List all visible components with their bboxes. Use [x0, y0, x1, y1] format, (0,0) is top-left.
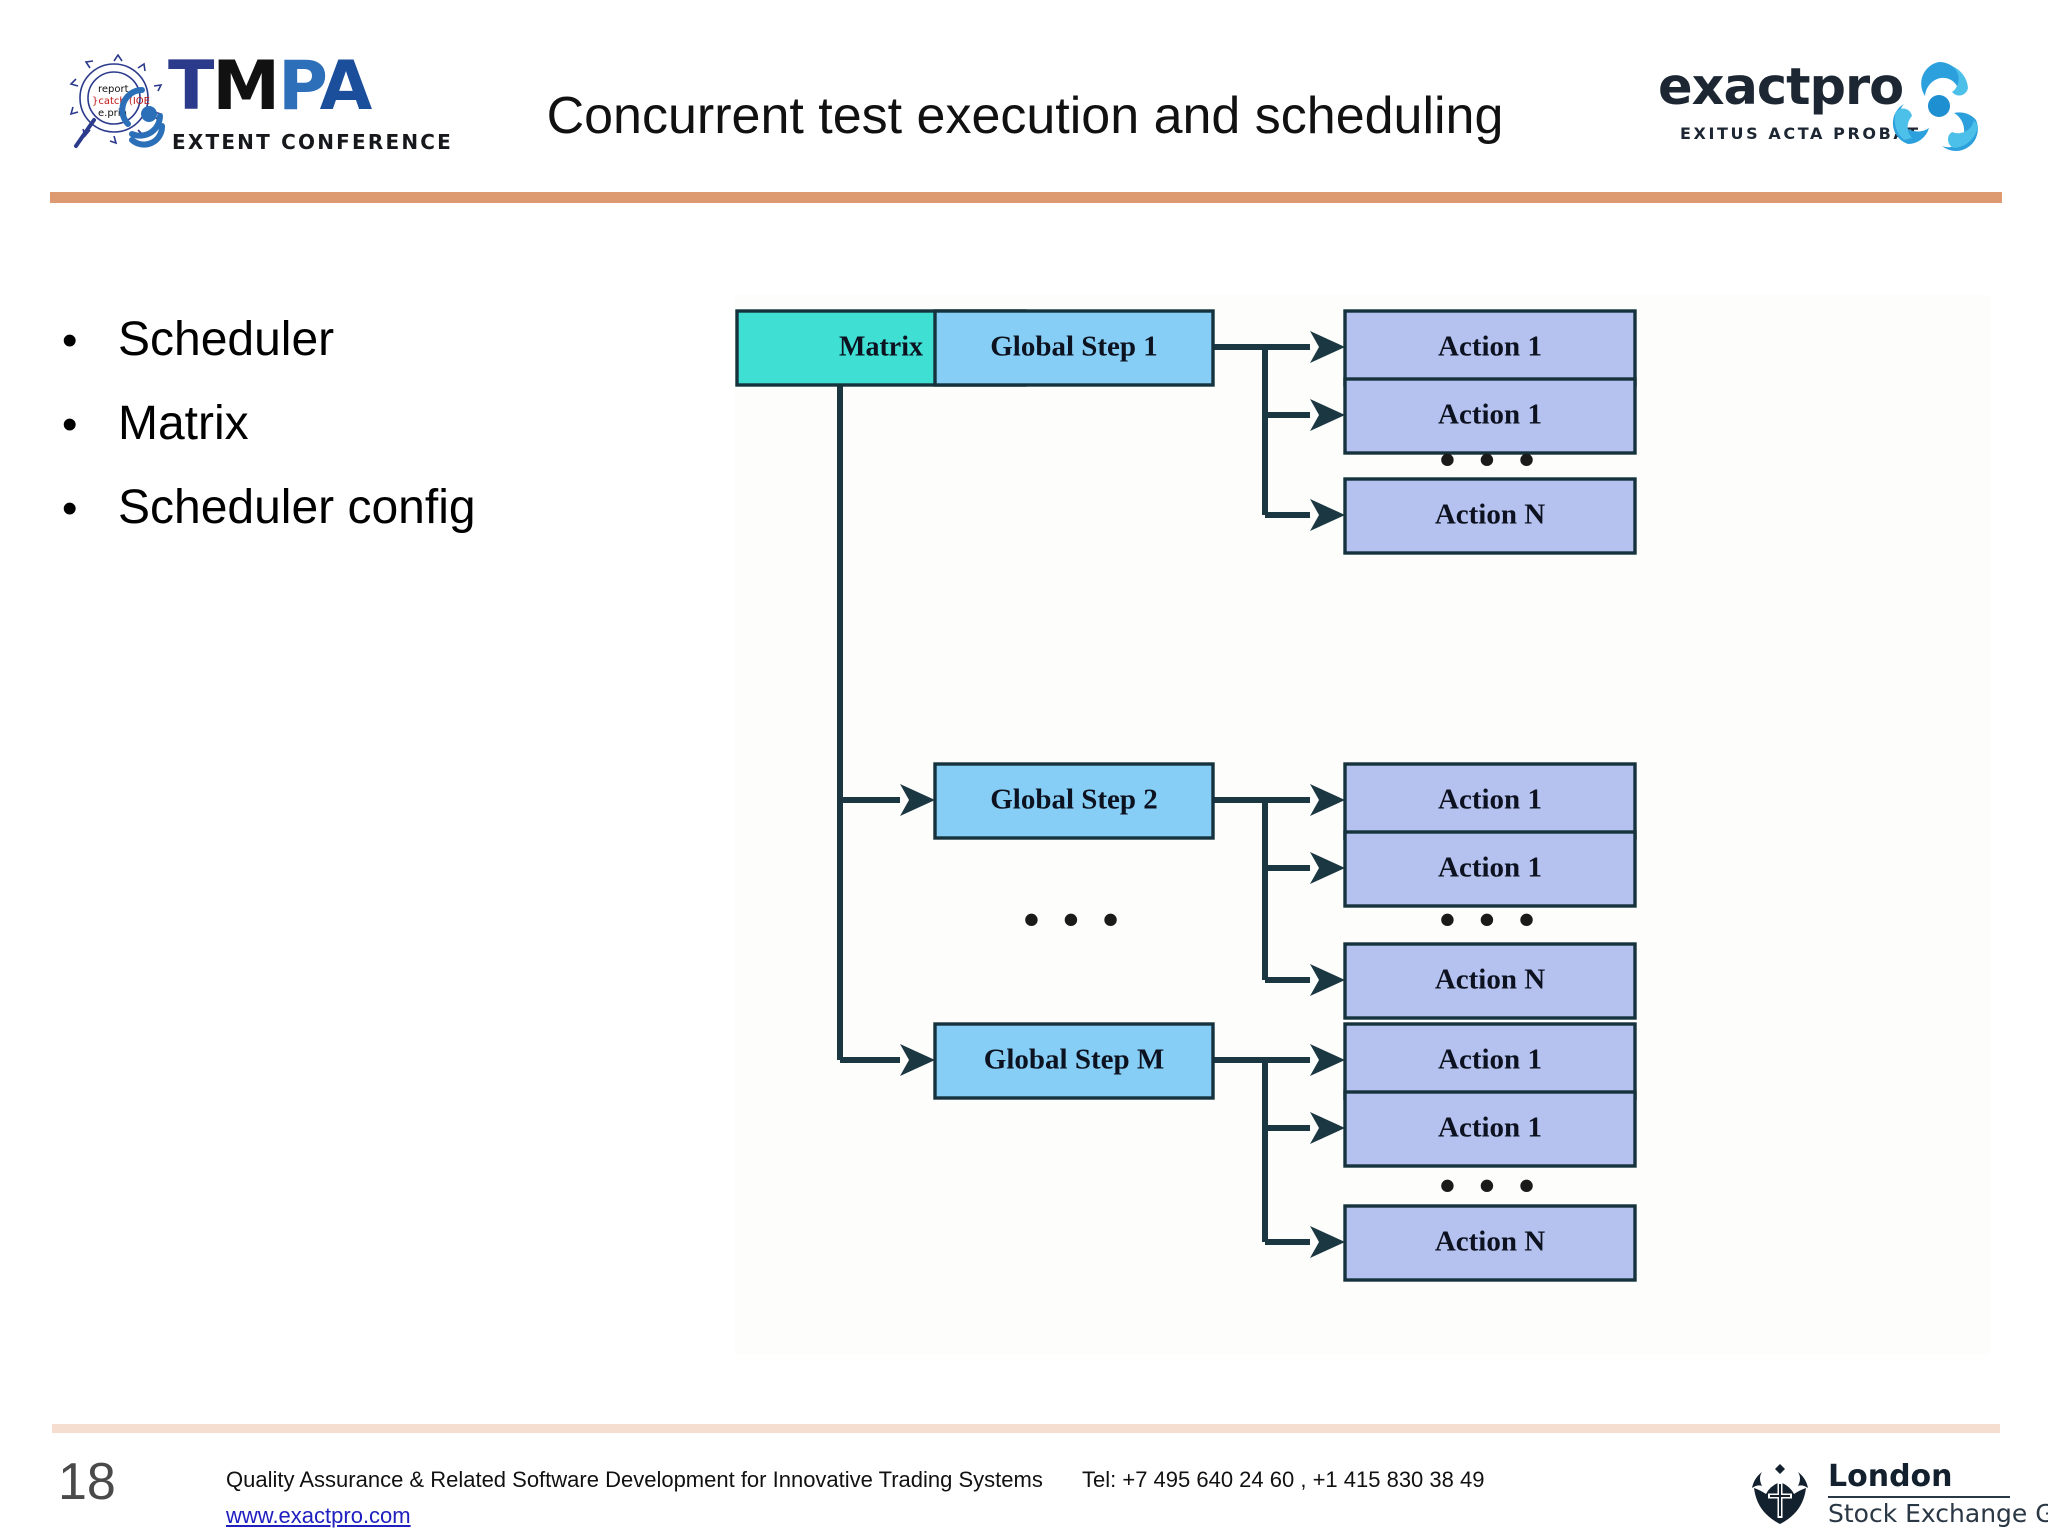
- execution-flow-diagram: Matrix Global Step 1 Global Step 2 Globa…: [735, 295, 1990, 1355]
- bullet-label-scheduler-config: Scheduler config: [118, 481, 476, 534]
- list-item: • Scheduler config: [56, 478, 696, 538]
- node-action-2-n[interactable]: Action N: [1343, 942, 1637, 1020]
- node-action-3-n[interactable]: Action N: [1343, 1204, 1637, 1282]
- bullet-marker-icon: •: [62, 316, 78, 365]
- page-number: 18: [58, 1453, 116, 1511]
- node-action-1-1[interactable]: Action 1: [1343, 309, 1637, 387]
- node-action-3-2[interactable]: Action 1: [1343, 1090, 1637, 1168]
- bullet-marker-icon: •: [62, 484, 78, 533]
- tmpa-mark-code-line-1: report: [98, 84, 129, 95]
- tmpa-letter-a: A: [319, 47, 373, 126]
- tmpa-gear-magnifier-icon: report }catch (IOE e.prin: [69, 54, 165, 148]
- node-action-label: Action 1: [1438, 399, 1542, 431]
- node-action-label: Action 1: [1438, 784, 1542, 816]
- node-action-label: Action 1: [1438, 1044, 1542, 1076]
- actions-ellipsis: • • •: [1439, 1160, 1540, 1211]
- tmpa-letter-p: P: [278, 47, 322, 126]
- header-divider: [50, 192, 2002, 203]
- tmpa-letter-t: T: [168, 47, 214, 126]
- footer-website-link[interactable]: www.exactpro.com: [226, 1503, 411, 1528]
- footer-divider: [52, 1424, 2000, 1433]
- node-action-label: Action 1: [1438, 331, 1542, 363]
- bullet-label-scheduler: Scheduler: [118, 313, 335, 366]
- node-global-step-2[interactable]: Global Step 2: [933, 762, 1215, 840]
- exactpro-swirl-icon: [1892, 61, 1978, 151]
- london-stock-exchange-group-logo: London Stock Exchange Group: [1746, 1459, 2048, 1532]
- connector-stepM-actions: [1193, 1057, 1310, 1245]
- actions-ellipsis: • • •: [1439, 434, 1540, 485]
- footer-telephone: Tel: +7 495 640 24 60 , +1 415 830 38 49: [1082, 1467, 1485, 1492]
- exactpro-logo: exactpro EXITUS ACTA PROBAT: [1658, 48, 1988, 158]
- node-matrix-label: Matrix: [839, 331, 923, 362]
- footer-tagline: Quality Assurance & Related Software Dev…: [226, 1467, 1043, 1492]
- exactpro-tagline: EXITUS ACTA PROBAT: [1680, 124, 1921, 143]
- node-action-label: Action N: [1435, 964, 1545, 996]
- page-title: Concurrent test execution and scheduling: [546, 87, 1504, 145]
- list-item: • Scheduler: [56, 310, 696, 370]
- node-action-3-1[interactable]: Action 1: [1343, 1022, 1637, 1100]
- node-action-label: Action N: [1435, 1226, 1545, 1258]
- steps-ellipsis: • • •: [1023, 894, 1124, 945]
- tmpa-wordmark: TMPA: [168, 47, 373, 126]
- arrow-head-icon: [1310, 784, 1345, 996]
- list-item: • Matrix: [56, 394, 696, 454]
- node-action-label: Action N: [1435, 499, 1545, 531]
- node-action-1-n[interactable]: Action N: [1343, 477, 1637, 555]
- node-global-step-2-label: Global Step 2: [990, 784, 1158, 816]
- lseg-crest-icon: [1752, 1464, 1808, 1524]
- tmpa-extent-conference-logo: report }catch (IOE e.prin TMPA EXTENT CO…: [68, 47, 451, 158]
- actions-ellipsis: • • •: [1439, 894, 1540, 945]
- node-action-2-1[interactable]: Action 1: [1343, 762, 1637, 840]
- node-action-2-2[interactable]: Action 1: [1343, 830, 1637, 908]
- node-action-label: Action 1: [1438, 1112, 1542, 1144]
- exactpro-wordmark: exactpro: [1658, 58, 1904, 117]
- bullet-marker-icon: •: [62, 400, 78, 449]
- node-global-step-m-label: Global Step M: [984, 1044, 1164, 1076]
- connector-matrix-trunk: [837, 344, 1025, 1063]
- lseg-london-text: London: [1828, 1459, 1953, 1494]
- lseg-subtitle-text: Stock Exchange Group: [1828, 1499, 2048, 1528]
- arrow-head-icon: [900, 331, 935, 1076]
- node-action-1-2[interactable]: Action 1: [1343, 377, 1637, 455]
- tmpa-letter-m: M: [212, 47, 280, 126]
- bullet-label-matrix: Matrix: [118, 397, 249, 450]
- lseg-rule: [1828, 1496, 2010, 1498]
- slide-header: report }catch (IOE e.prin TMPA EXTENT CO…: [0, 0, 2048, 203]
- bullet-list: • Scheduler • Matrix • Scheduler config: [56, 310, 696, 562]
- node-global-step-1[interactable]: Global Step 1: [933, 309, 1215, 387]
- node-global-step-m[interactable]: Global Step M: [933, 1022, 1215, 1100]
- node-global-step-1-label: Global Step 1: [990, 331, 1158, 363]
- tmpa-subtitle: EXTENT CONFERENCE: [172, 130, 454, 154]
- node-action-label: Action 1: [1438, 852, 1542, 884]
- tmpa-mark-code-line-3: e.prin: [98, 108, 127, 119]
- arrow-head-icon: [1310, 331, 1345, 531]
- arrow-head-icon: [1310, 1044, 1345, 1258]
